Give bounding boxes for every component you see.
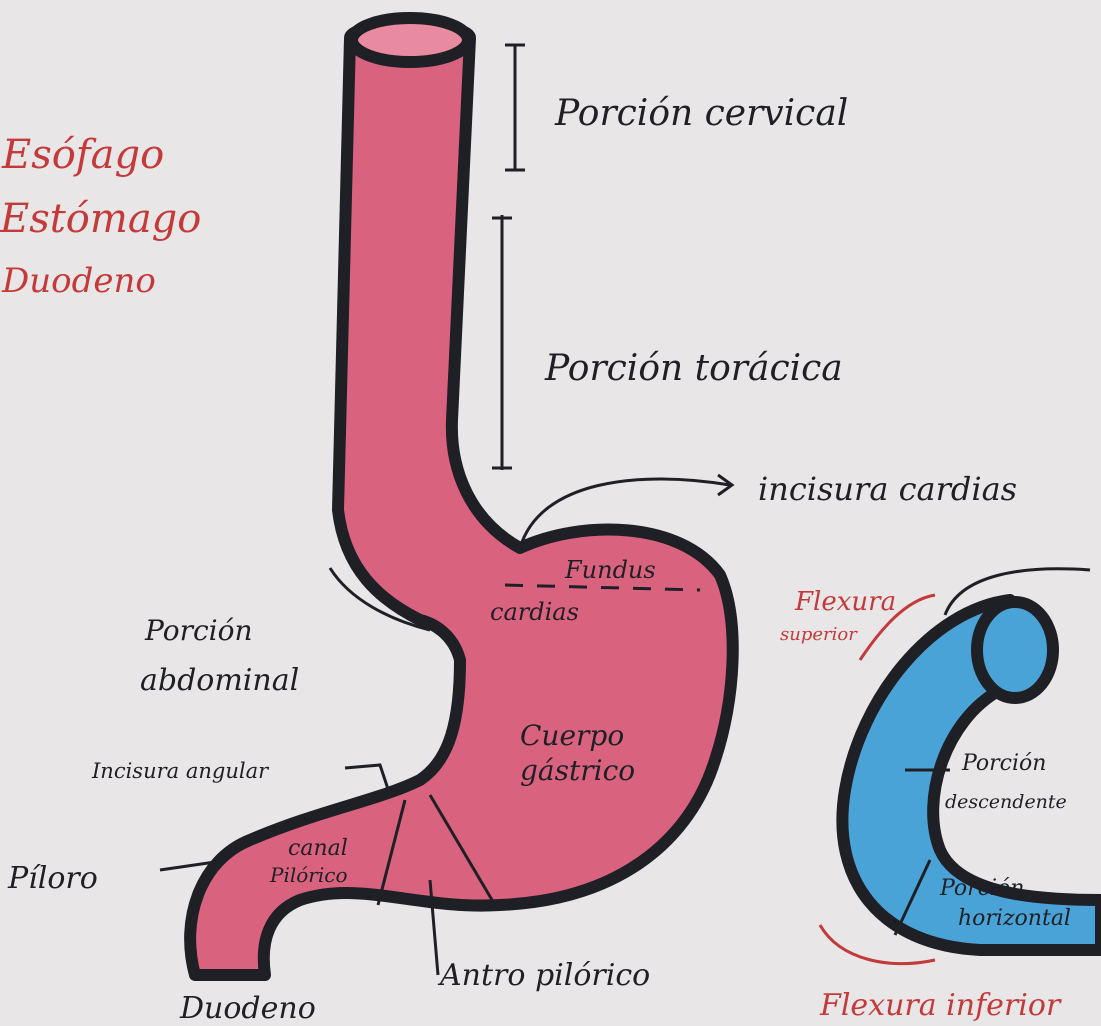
label-fundus: Fundus (564, 556, 656, 584)
list-item: Esófago (1, 132, 164, 178)
label-incisura-cardias: incisura cardias (758, 470, 1017, 508)
label-canal-2: Pilórico (269, 863, 348, 887)
label-porcion-horizontal-2: horizontal (958, 906, 1071, 931)
label-porcion-abdominal-1: Porción (144, 614, 252, 647)
label-porcion-descendente-1: Porción (961, 751, 1046, 776)
esophagus-opening (352, 18, 468, 62)
label-antro: Antro pilórico (437, 958, 650, 993)
label-flexura-superior-1: Flexura (794, 587, 896, 617)
list-item: Estómago (0, 196, 201, 242)
label-porcion-abdominal-2: abdominal (140, 663, 299, 698)
esophagus-stomach (190, 18, 733, 975)
label-flexura-inferior: Flexura inferior (819, 988, 1062, 1023)
label-porcion-cervical: Porción cervical (554, 93, 848, 134)
label-flexura-superior-2: superior (780, 624, 858, 645)
esophagus-stomach-shape (190, 25, 733, 976)
list-item: Duodeno (1, 261, 156, 301)
label-porcion-toracica: Porción torácica (544, 348, 843, 389)
label-duodeno: Duodeno (179, 991, 316, 1026)
organ-list: Esófago Estómago Duodeno (0, 132, 201, 301)
label-cardias: cardias (490, 598, 579, 626)
label-canal-1: canal (288, 836, 348, 861)
label-incisura-angular: Incisura angular (91, 759, 270, 783)
label-porcion-horizontal-1: Porción (939, 876, 1024, 901)
label-piloro: Píloro (7, 861, 98, 896)
duodenum-opening (977, 602, 1053, 698)
label-cuerpo-2: gástrico (520, 754, 635, 787)
label-cuerpo-1: Cuerpo (520, 719, 624, 752)
label-porcion-descendente-2: descendente (945, 791, 1067, 813)
